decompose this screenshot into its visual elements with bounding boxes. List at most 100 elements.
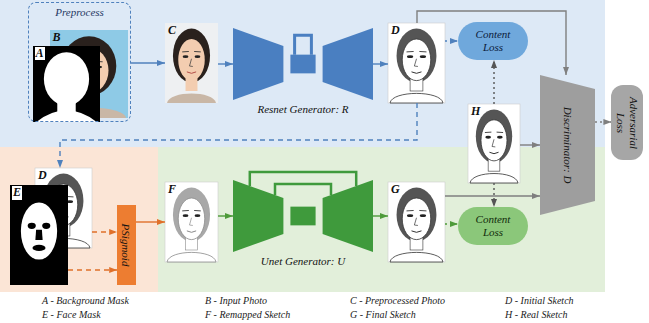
image-panel: D	[388, 23, 445, 103]
panel-letter: C	[167, 24, 177, 38]
panel-letter: H	[470, 105, 481, 119]
hair	[173, 29, 210, 83]
nose	[190, 59, 193, 67]
face-image	[165, 23, 218, 103]
loss-box: Content Loss	[458, 207, 528, 245]
loss-box: Adversarial Loss	[611, 85, 642, 160]
shape-outline	[233, 180, 373, 252]
eye	[497, 136, 503, 139]
face-image	[10, 185, 68, 285]
eye	[407, 214, 413, 217]
image-panel: B	[50, 30, 128, 118]
connector	[595, 121, 611, 122]
key-entry: D - Initial Sketch	[505, 295, 574, 307]
mask-mouth	[32, 245, 45, 251]
bottleneck-shape	[290, 207, 315, 226]
generator-network: Unet Generator: U	[233, 180, 373, 252]
brows	[407, 51, 427, 52]
hair	[397, 29, 437, 83]
preprocess-group: PreprocessAB	[28, 2, 131, 122]
brows	[182, 210, 201, 211]
panel-letter: D	[37, 169, 48, 183]
hair	[476, 110, 512, 163]
network-name: Unet Generator: U	[261, 255, 345, 268]
image-background	[468, 104, 520, 183]
face-image	[388, 23, 445, 103]
connector	[92, 231, 117, 232]
shoulders	[167, 252, 216, 262]
bottleneck-shape	[290, 55, 315, 74]
connector	[218, 63, 233, 64]
nose	[414, 59, 418, 67]
eye	[195, 214, 201, 217]
mouth	[187, 72, 196, 73]
image-background	[33, 46, 100, 122]
discriminator-shape	[540, 75, 595, 215]
key-entry: C - Preprocessed Photo	[350, 295, 445, 307]
band-green	[158, 147, 605, 292]
mouth	[187, 231, 196, 232]
band-orange	[0, 147, 158, 292]
connector	[373, 215, 388, 216]
image-background	[10, 185, 68, 285]
generator-network: Resnet Generator: R	[233, 28, 373, 100]
image-panel: H	[468, 104, 520, 183]
skip-connection	[275, 184, 331, 195]
face	[481, 120, 507, 161]
image-panel: G	[388, 182, 445, 262]
panel-letter: F	[167, 183, 177, 197]
panel-letter: G	[390, 183, 401, 197]
panel-letter: D	[390, 24, 401, 38]
hair	[397, 188, 437, 242]
connector	[218, 215, 233, 216]
panel-letter: B	[52, 31, 62, 45]
network-name: Discriminator: D	[561, 107, 574, 184]
connector	[136, 221, 165, 222]
nose	[414, 218, 418, 226]
connector	[60, 103, 417, 168]
encoder-shape	[233, 28, 283, 100]
eye	[420, 214, 426, 217]
connector	[445, 195, 540, 196]
connector	[493, 183, 494, 207]
connector	[445, 223, 458, 224]
eye	[485, 136, 491, 139]
face-image	[33, 46, 100, 122]
image-background	[165, 182, 218, 262]
mask-nose	[35, 230, 42, 240]
shoulders	[470, 174, 518, 183]
eye	[195, 55, 201, 58]
key-entry: G - Final Sketch	[350, 309, 416, 321]
connector	[131, 62, 165, 63]
image-panel: A	[33, 46, 100, 122]
face-image	[165, 182, 218, 262]
connector	[373, 63, 388, 64]
nose	[492, 139, 495, 147]
face	[178, 39, 205, 81]
brows	[407, 210, 427, 211]
mouth	[412, 72, 422, 73]
face	[402, 198, 431, 240]
mouth	[489, 152, 498, 153]
connector	[417, 11, 566, 75]
block-name: PSigmoid	[120, 224, 133, 267]
mask-eye	[28, 223, 36, 229]
connector	[68, 269, 117, 270]
panel-letter: E	[12, 186, 22, 200]
face	[402, 39, 431, 81]
key-entry: E - Face Mask	[42, 309, 101, 321]
eye	[183, 55, 189, 58]
connector	[520, 144, 540, 145]
mask-eye	[42, 223, 50, 229]
key-entry: F - Remapped Sketch	[205, 309, 290, 321]
mouth	[412, 231, 422, 232]
shoulders	[167, 93, 216, 103]
eye	[407, 55, 413, 58]
loss-name: Content Loss	[466, 213, 520, 238]
mask-face	[21, 202, 57, 259]
brows	[182, 51, 201, 52]
face-image	[388, 182, 445, 262]
image-panel: C	[165, 23, 218, 103]
mask-head	[44, 52, 89, 105]
discriminator-network: Discriminator: D	[540, 75, 595, 215]
